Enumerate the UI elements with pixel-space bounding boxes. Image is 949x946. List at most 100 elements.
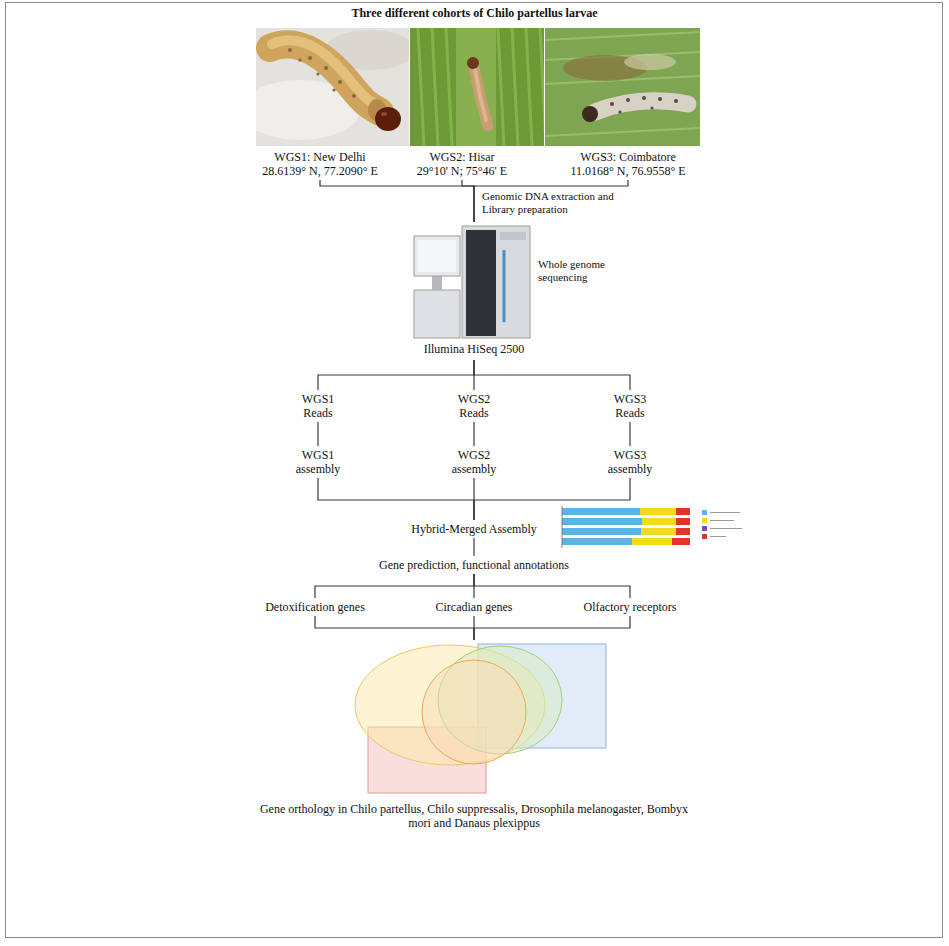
connector [318, 360, 474, 390]
larva-photo [545, 32, 700, 40]
node-text: Olfactory receptors [559, 600, 701, 614]
larva-photo [595, 101, 688, 112]
larva-photo [308, 56, 312, 60]
connector [474, 360, 630, 390]
connector [473, 538, 474, 556]
larva-photo [446, 28, 452, 146]
busco-bar-chart [562, 508, 640, 515]
larva-photo [288, 48, 292, 52]
node-text: Detoxification genes [244, 600, 386, 614]
sequencer-machine [462, 226, 530, 338]
larva-photo [332, 88, 335, 91]
connector [474, 478, 630, 520]
larva-photo [618, 110, 621, 113]
step-text: Gene prediction, functional annotations [334, 556, 614, 574]
larva-photo [610, 102, 614, 106]
node-text: Gene orthology in Chilo partellus, Chilo… [258, 802, 690, 830]
sequencer-machine [500, 232, 526, 240]
busco-bar-chart [710, 513, 742, 537]
node-text: Gene prediction, functional annotations [338, 558, 610, 572]
larva-photo [545, 28, 700, 146]
larva-photo [272, 40, 378, 106]
larva-photo [324, 66, 328, 70]
busco-bar-chart [702, 518, 707, 523]
busco-bar-chart [640, 508, 676, 515]
busco-bar-chart [632, 538, 672, 545]
busco-bar-chart [642, 518, 676, 525]
connector [315, 574, 474, 598]
larva-photo [298, 58, 301, 61]
larva-photo [545, 32, 700, 136]
cohort-caption: WGS2: Hisar 29°10' N; 75°46' E [411, 148, 514, 180]
connector [474, 180, 628, 222]
step-text: WGS2 Reads [445, 390, 503, 422]
larva-photo [512, 28, 518, 146]
larva-photo [674, 99, 678, 103]
busco-bar-chart [710, 536, 726, 537]
larva-photo [582, 106, 598, 122]
larva-photo [610, 96, 678, 114]
step-text: Detoxification genes [240, 598, 390, 616]
node-text: Illumina HiSeq 2500 [334, 342, 614, 356]
busco-bar-chart [702, 534, 707, 539]
busco-bar-chart [562, 506, 742, 548]
busco-bar-chart [710, 520, 734, 521]
sequencer-node: Whole genome sequencingIllumina HiSeq 25… [334, 222, 614, 360]
step-text: WGS1 Reads [289, 390, 347, 422]
busco-bar-chart [672, 538, 690, 545]
connector [629, 422, 630, 446]
larva-photo [381, 112, 387, 116]
larva-photo [642, 96, 646, 100]
larva-photo [418, 28, 544, 146]
larva-photo [418, 28, 424, 146]
step-text: Hybrid-Merged Assembly [389, 520, 559, 538]
step-text: WGS3 assembly [601, 446, 659, 478]
larva-photo [658, 97, 662, 101]
connector [474, 616, 630, 640]
connector [318, 478, 474, 520]
larva-photo [624, 54, 676, 70]
figure-title: Three different cohorts of Chilo partell… [0, 6, 949, 20]
node-text: WGS2: Hisar 29°10' N; 75°46' E [415, 150, 510, 178]
sequencer-machine [503, 250, 506, 322]
step-text: Circadian genes [399, 598, 549, 616]
larva-photo [410, 28, 544, 146]
venn-diagram [355, 644, 606, 793]
step-text: WGS1 assembly [289, 446, 347, 478]
busco-bar-chart [562, 518, 642, 525]
busco-bar-chart [676, 508, 690, 515]
step-text: WGS3 Reads [601, 390, 659, 422]
larva-photo [540, 28, 544, 146]
larva-photo [456, 28, 496, 146]
busco-bar-chart [562, 528, 641, 535]
busco-bar-chart [702, 510, 707, 515]
busco-bar-chart [710, 512, 740, 513]
larva-photo [432, 28, 438, 146]
node-text: WGS2 Reads [449, 392, 499, 420]
larva-photo [475, 70, 486, 120]
sequencer-machine [414, 290, 460, 338]
node-text: WGS1 Reads [293, 392, 343, 420]
sequencer-machine [414, 226, 530, 338]
larva-photo [338, 80, 342, 84]
node-text: WGS1 assembly [293, 448, 343, 476]
venn-diagram [422, 660, 526, 764]
larva-photo [288, 48, 356, 98]
node-text: WGS3 Reads [605, 392, 655, 420]
larva-photo [650, 106, 653, 109]
larva-photo [316, 72, 319, 75]
node-text: Circadian genes [403, 600, 545, 614]
step-text: Olfactory receptors [555, 598, 705, 616]
busco-bar-chart [702, 526, 707, 531]
connector [320, 180, 474, 222]
connector [315, 616, 474, 640]
larva-photo [467, 57, 479, 69]
busco-bar-chart [676, 528, 690, 535]
connector [462, 180, 474, 222]
figure-frame [6, 3, 943, 938]
node-text: Hybrid-Merged Assembly [393, 522, 555, 536]
larva-photo [410, 28, 544, 146]
connector [474, 574, 630, 598]
edge-label: Genomic DNA extraction and Library prepa… [481, 190, 623, 216]
